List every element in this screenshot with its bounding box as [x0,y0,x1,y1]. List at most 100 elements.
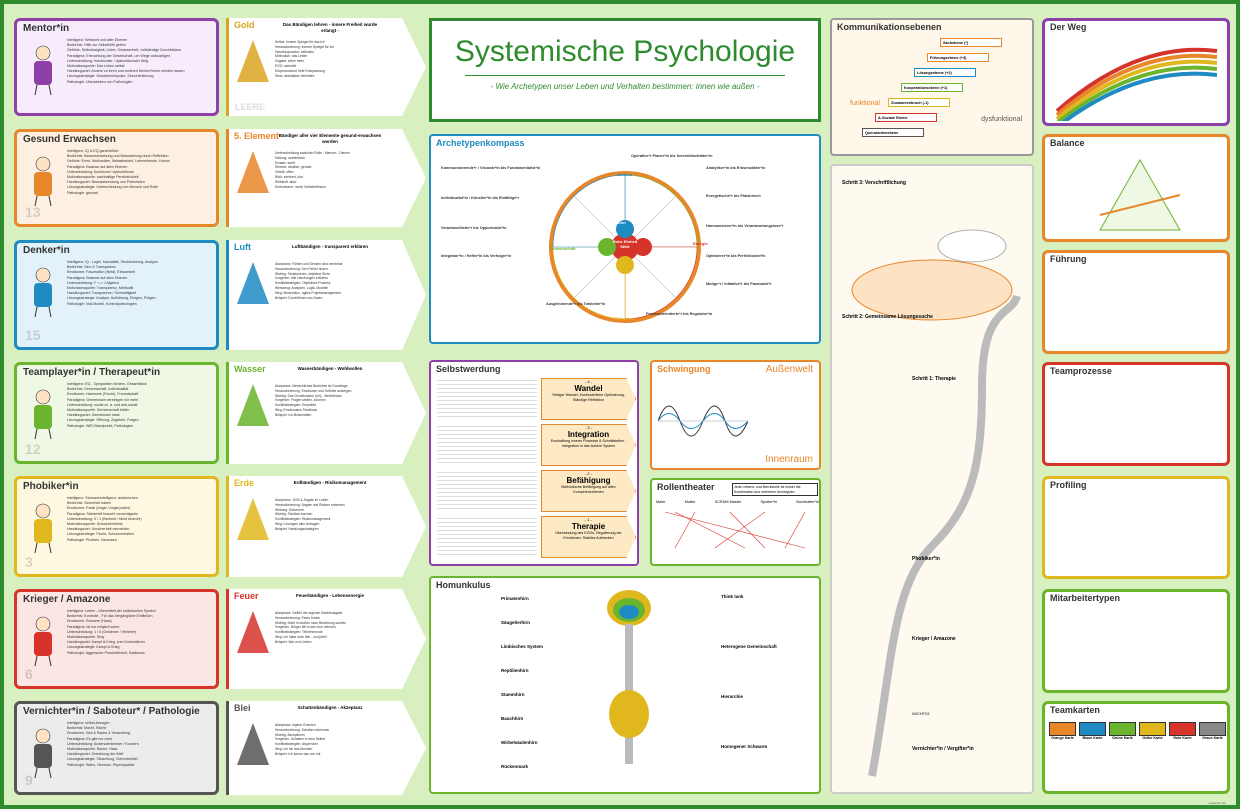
attribute-row: Intelligenz: Schwarmintelligenz, ausfors… [67,496,138,500]
attribute-row: Wichtig: Akzeptieren [275,732,305,737]
attribute-row: Konfliktstrategien: Teilnehmende [275,630,323,635]
attribute-row: Akzeptanz: 1000 & Ängste im Leben [275,498,329,502]
element-name: Erde [234,478,255,488]
brain-layer-label: Rückenmark [501,764,529,769]
element-name: 5. Element [234,131,280,141]
comm-level: Sachebene (*) [940,38,1002,47]
element-symbol-icon [235,496,271,542]
attribute-row: Paradigma: Balance auf allen Ebenen [67,164,128,169]
role-person: Mutter [684,500,696,504]
attribute-row: Vorgehen: Fragen stellen, zuhören [275,398,326,403]
archetype-attributes: Intelligenz: EQ - Sympathien fördern, Ge… [17,380,216,429]
comm-level: Kooperationsebene (+1) [901,83,963,92]
attribute-row: Vorgehen: Alle Handlungen erklären [275,276,328,281]
archetype-figure-icon [21,499,65,554]
team-card-swatch [1049,722,1076,736]
attribute-row: Pathologie: Aggressive Persönlichkeit, S… [67,650,145,655]
element-symbol-icon [235,609,271,655]
element-subtitle: Wasserbändigen - Wohlwollen [297,366,363,371]
element-name: Blei [234,703,251,713]
team-card: Orange Karte [1049,722,1076,740]
attribute-row: Motivationsquelle: Rache, Hass [67,747,118,752]
topic-title: Profiling [1050,480,1087,490]
element-symbol-icon [235,149,271,195]
compass-center: Ruhe Einheit Stille [612,239,638,249]
self-level-number: - 2 - [584,471,593,476]
team-card-label: Orange Karte [1051,736,1074,740]
attribute-row: Paradigma: Gemeinsam vereinigen wir mehr [67,397,139,402]
team-card-swatch [1109,722,1136,736]
self-level-name: Befähigung [566,476,611,485]
team-card-swatch [1079,722,1106,736]
attribute-row: Paradigma: Es gibt nur mich [67,736,113,741]
attribute-row: Blick: zentriert, klar [275,174,303,179]
attribute-row: Bedürfnis: Macht, Rache [67,726,107,731]
team-card-swatch [1199,722,1226,736]
topic-title: Der Weg [1050,22,1087,32]
attribute-row: Unterscheidung: sozial vs. a- und anti-s… [67,402,138,407]
attribute-row: Beispiel: Handlungsstrategien [275,526,319,531]
element-name: Gold [234,20,255,30]
archetype-name: Phobiker*in [23,481,79,492]
attribute-row: Emotionen: Panik (Angst / Angst justier) [67,506,131,511]
attribute-row: Erreichbarer: durch Selbstreflexion [275,184,326,189]
topic-title: Führung [1050,254,1087,264]
compass-title: Archetypenkompass [436,138,525,148]
attribute-row: Herausforderung: Schatten erkennen [275,727,330,732]
attribute-row: Selbst: Innerer Spiegel für das Ich [275,40,325,44]
attribute-row: Handlungsziel: Unsicherheit vermeiden [67,527,130,532]
attribute-row: Wirkstoff: aktiv [275,179,297,184]
topic-card: Mitarbeitertypen [1042,589,1230,693]
attribute-row: Emotionen: Harmonie (Furcht), Freundscha… [67,392,139,397]
element-attributes: Akzeptanz: Gefühl der eigenen Machtlosig… [275,611,393,645]
archetype-number: 3 [25,554,33,570]
attribute-row: Lösungsstrategie: Unterscheidung von Men… [67,185,159,190]
element-subtitle: Das Bändigen lehren - innere Freiheit wu… [282,22,378,33]
attribute-row: Handlungsziel: Andere zu ihren und ander… [67,69,185,74]
attribute-row: Akzeptanz: eigene Grenzen [275,723,316,727]
attribute-row: Handlungsziel: Kampf & Krieg, zum Kontro… [67,640,145,645]
vernichter-heading: Vernichter*in / Vergifter*in [912,746,974,752]
selbstwerdung-title: Selbstwerdung [436,364,501,374]
attribute-row: Motivation: das Leben [275,54,308,59]
attribute-row: Handlungsziel: Bewusstwerdung von Potent… [67,180,145,185]
archetype-attributes: Intelligenz: Schwarmintelligenz, ausfors… [17,494,216,543]
coaching-path [851,229,1021,777]
wichtig-label: WICHTIG: [912,711,931,716]
attribute-row: Weg: Lösungen aller Anfragen [275,521,320,526]
attribute-row: Gestik: offen [275,170,294,175]
compass-direction: Individualist*in / Künstler*in bis Einfä… [441,196,520,200]
phobiker-heading: Phobiker*in [912,556,940,562]
self-level-desc: Stetiger Wandel, Kontinuierliche Optimie… [552,393,625,402]
krieger-heading: Krieger / Amazone [912,636,956,642]
attribute-row: Unterscheidung: 0 / 1 (Bedroht / Nicht b… [67,516,142,521]
element-card: Gold Das Bändigen lehren - innere Freihei… [226,18,426,116]
attribute-row: Unterscheidung: funktionaler / dysfunkti… [67,58,149,63]
archetype-name: Krieger / Amazone [23,594,111,605]
brain-layer-label: Wirbelsäulenhirn [501,740,538,745]
attribute-row: Motivationsquelle: Das Leben selbst [67,64,125,69]
attribute-row: Akzeptanz: Gefühl der eigenen Machtlosig… [275,611,343,615]
element-subtitle: Luftbändigen - transparent erklären [291,244,368,249]
attribute-row: Weg: Emotionales Feedback [275,407,318,412]
team-card-label: Graue Karte [1202,736,1223,740]
element-attributes: Umterscheidung zwischen Rolle - Mensch -… [275,151,393,189]
attribute-row: Lösungsstrategie: Flucht, Schutzverhalte… [67,532,134,537]
attribute-row: Weg: Ich habe mich lieb - und jetzt? [275,634,328,639]
topic-card: Balance [1042,134,1230,242]
attribute-row: Haltung: authentisch [275,155,306,160]
self-level-number: - 1 - [584,517,593,522]
compass-direction: Operative*r Planer*in bis Schreibtischtä… [631,154,713,158]
self-level-desc: Überwindung des EGOs, Regulierung der Em… [555,531,622,540]
